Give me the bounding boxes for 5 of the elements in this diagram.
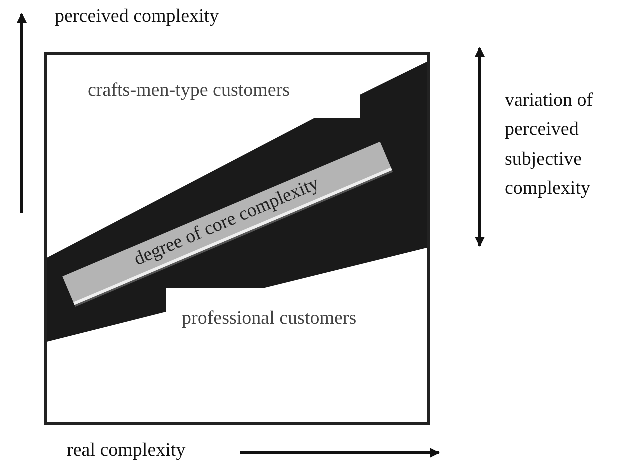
axis-label: perceived complexity	[55, 6, 220, 29]
axis-label: variation of perceived subjective complexity	[505, 89, 594, 202]
region-label: professional customers	[182, 308, 357, 331]
region-label: crafts-men-type customers	[88, 80, 290, 103]
axis-label: real complexity	[67, 440, 186, 463]
